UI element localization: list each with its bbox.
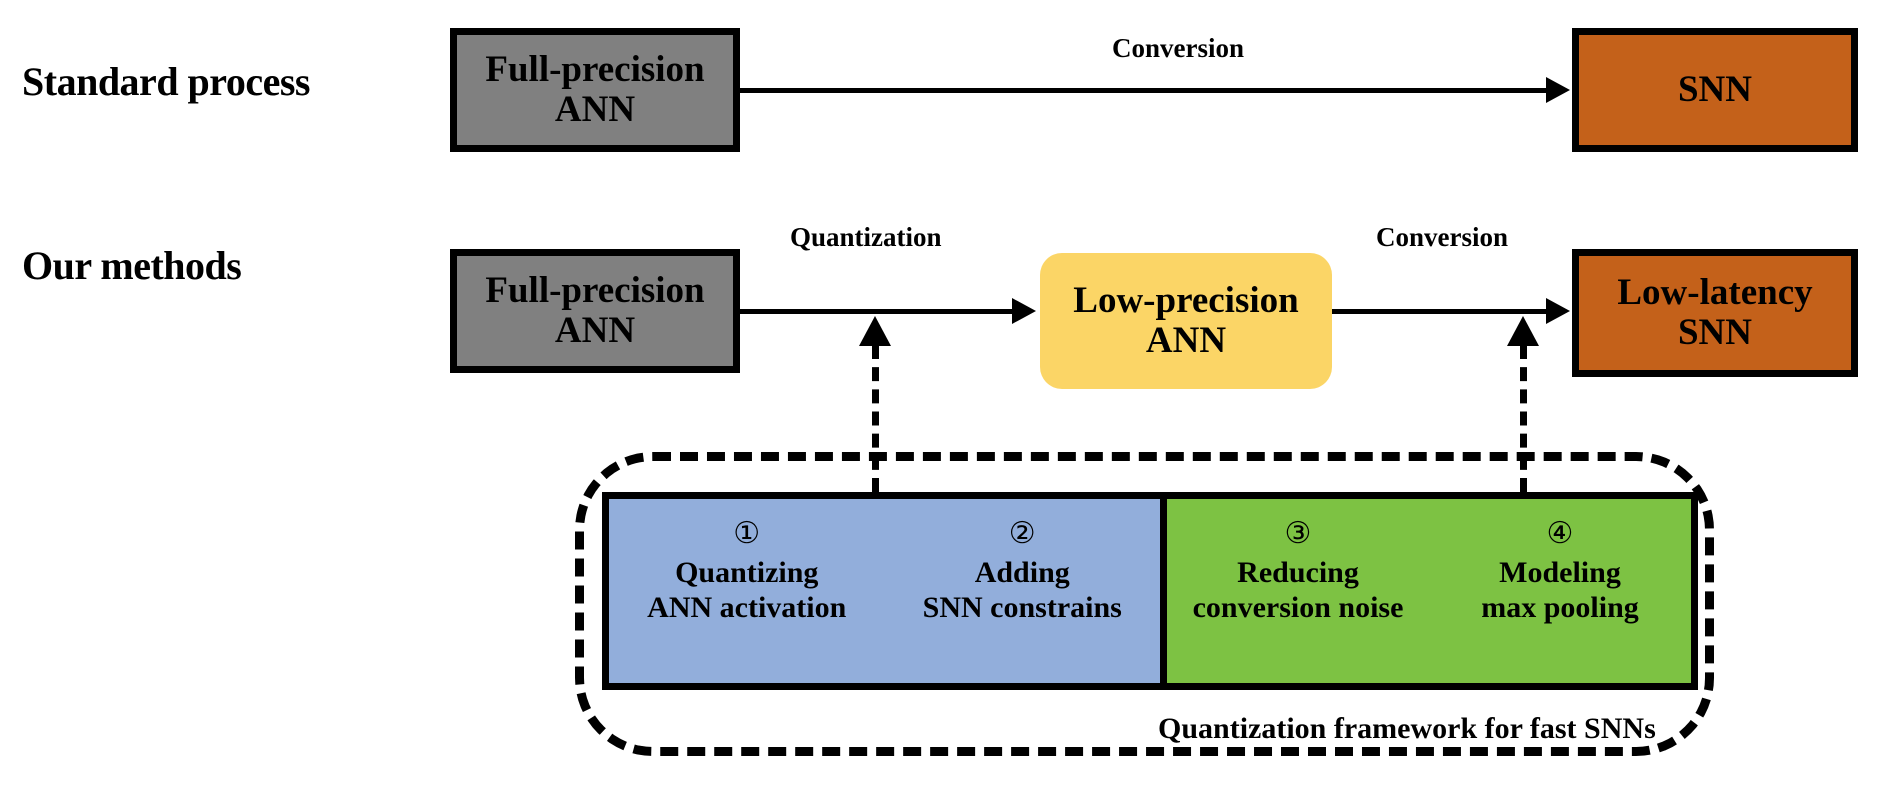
dashed-arrow-head-left (859, 316, 891, 346)
row-label-our-methods: Our methods (22, 243, 242, 288)
arrow-head-quantization (1012, 298, 1036, 324)
framework-strip: ① Quantizing ANN activation ② Adding SNN… (602, 492, 1698, 690)
arrow-head-standard (1546, 77, 1570, 103)
node-full-precision-ann-ours: Full-precision ANN (450, 249, 740, 373)
node-low-latency-snn: Low-latency SNN (1572, 249, 1858, 377)
node-low-precision-ann: Low-precision ANN (1040, 253, 1332, 389)
framework-cell-4-text: Modeling max pooling (1481, 556, 1639, 625)
framework-cell-3-text: Reducing conversion noise (1192, 556, 1404, 625)
arrow-head-conversion-ours (1546, 298, 1570, 324)
edge-label-quantization: Quantization (790, 222, 942, 252)
framework-cell-3[interactable]: ③ Reducing conversion noise (1167, 499, 1429, 683)
edge-label-conversion-ours: Conversion (1376, 222, 1509, 252)
row-label-standard-process: Standard process (22, 59, 310, 104)
framework-cell-2[interactable]: ② Adding SNN constrains (885, 499, 1161, 683)
framework-cell-4[interactable]: ④ Modeling max pooling (1429, 499, 1691, 683)
edge-label-conversion-standard: Conversion (1112, 33, 1245, 63)
framework-outline (575, 452, 1714, 756)
node-snn-standard: SNN (1572, 28, 1858, 152)
framework-caption: Quantization framework for fast SNNs (1158, 712, 1656, 745)
arrow-line-standard (740, 88, 1548, 93)
framework-section-blue: ① Quantizing ANN activation ② Adding SNN… (609, 499, 1160, 683)
arrow-line-conversion-ours (1332, 309, 1548, 314)
framework-cell-3-number: ③ (1284, 516, 1312, 551)
framework-section-green: ③ Reducing conversion noise ④ Modeling m… (1160, 499, 1691, 683)
framework-cell-1-text: Quantizing ANN activation (647, 556, 847, 625)
framework-cell-2-text: Adding SNN constrains (922, 556, 1122, 625)
arrow-line-quantization (740, 309, 1014, 314)
framework-cell-1[interactable]: ① Quantizing ANN activation (609, 499, 885, 683)
dashed-connector-left (872, 345, 879, 492)
framework-cell-1-number: ① (733, 516, 761, 551)
framework-cell-2-number: ② (1008, 516, 1036, 551)
dashed-connector-right (1520, 345, 1527, 492)
framework-cell-4-number: ④ (1546, 516, 1574, 551)
node-full-precision-ann-standard: Full-precision ANN (450, 28, 740, 152)
dashed-arrow-head-right (1507, 316, 1539, 346)
